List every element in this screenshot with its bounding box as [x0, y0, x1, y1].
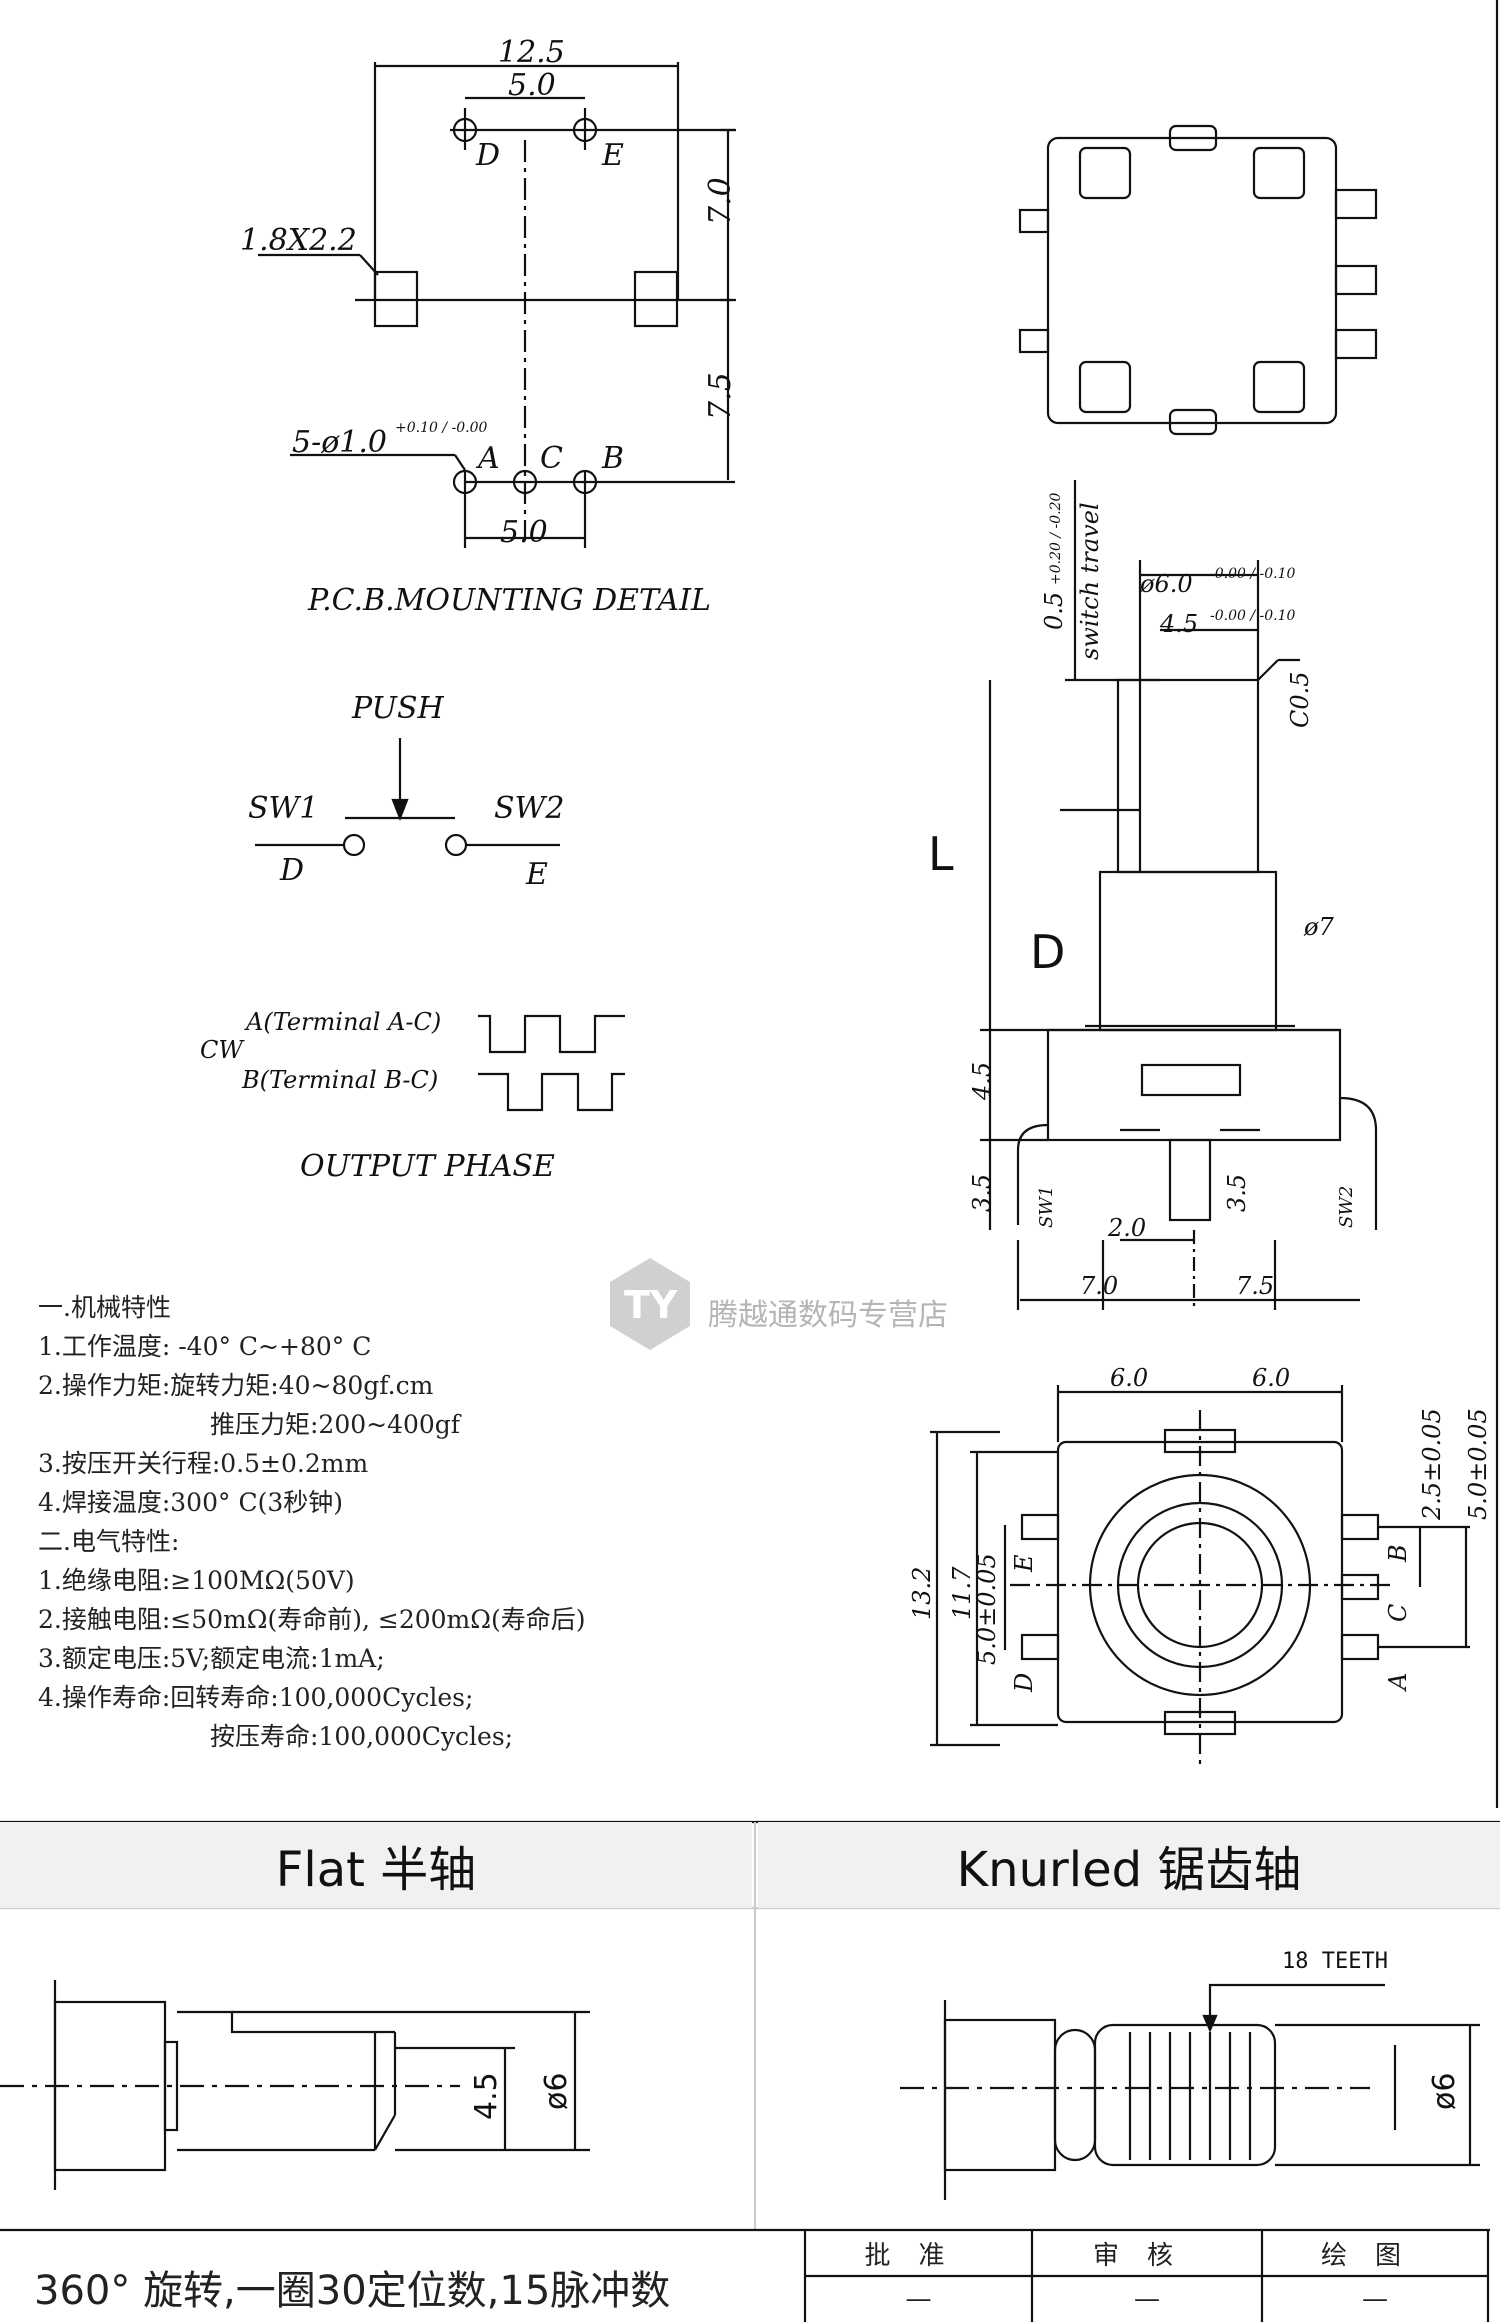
- side-dim-7-5: 7.5: [1236, 1272, 1274, 1300]
- hole-tolerance: +0.10 / -0.00: [395, 420, 488, 436]
- dim-7-5: 7.5: [703, 372, 738, 420]
- pcb-caption: P.C.B.MOUNTING DETAIL: [307, 583, 711, 618]
- dim-3-5-left: 3.5: [968, 1174, 996, 1212]
- mech-line-2: 2.操作力矩:旋转力矩:40~80gf.cm: [38, 1371, 434, 1400]
- switch-d-label: D: [279, 853, 304, 888]
- dim-abc-spacing: 5.0: [500, 515, 548, 550]
- switch-travel-value: 0.5: [1040, 592, 1068, 630]
- side-sw2-label: SW2: [1336, 1186, 1357, 1228]
- mech-line-4: 4.焊接温度:300° C(3秒钟): [38, 1488, 343, 1517]
- shaft-tolerance: -0.00 / -0.10: [1210, 566, 1296, 582]
- flat-diameter: 4.5: [1159, 610, 1198, 638]
- bushing-diameter: ø7: [1303, 913, 1334, 941]
- phase-b-label: B(Terminal B-C): [241, 1066, 438, 1094]
- bottom-d-label: D: [1010, 1673, 1038, 1693]
- phase-a-label: A(Terminal A-C): [244, 1008, 441, 1036]
- mech-line-3: 3.按压开关行程:0.5±0.2mm: [38, 1449, 369, 1478]
- mech-title: 一.机械特性: [38, 1293, 171, 1322]
- dim-de-spacing: 5.0: [508, 68, 556, 103]
- dim-2-0: 2.0: [1107, 1214, 1146, 1242]
- label-terminal-a: A: [475, 441, 500, 476]
- phase-caption: OUTPUT PHASE: [300, 1149, 555, 1184]
- pad-size: 1.8X2.2: [240, 223, 357, 258]
- review-label: 审核: [1092, 2241, 1201, 2271]
- sw2-label: SW2: [494, 791, 564, 826]
- dim-5-right: 5.0±0.05: [1464, 1408, 1492, 1520]
- label-terminal-d: D: [475, 138, 500, 173]
- dim-13-2: 13.2: [908, 1567, 936, 1620]
- encoder-bottom-view: [930, 1385, 1470, 1770]
- length-d-label: D: [1030, 925, 1065, 979]
- knurled-shaft-header: Knurled 锯齿轴: [758, 1822, 1500, 1908]
- bottom-dim-6-left: 6.0: [1110, 1364, 1148, 1392]
- flat-dim-4-5: 4.5: [469, 2072, 504, 2120]
- output-phase-diagram: [478, 1014, 625, 1112]
- shaft-diameter: ø6.0: [1139, 570, 1193, 598]
- side-sw1-label: SW1: [1036, 1186, 1057, 1228]
- approve-label: 批准: [864, 2241, 973, 2271]
- knurl-dim-6: ø6: [1427, 2073, 1462, 2110]
- switch-travel-label: switch travel: [1076, 502, 1104, 660]
- dim-4-5-height: 4.5: [968, 1062, 996, 1101]
- label-terminal-b: B: [601, 441, 624, 476]
- encoder-side-view: [980, 480, 1378, 1310]
- elec-title: 二.电气特性:: [38, 1527, 180, 1556]
- bottom-b-label: B: [1384, 1544, 1412, 1563]
- bottom-dim-6-right: 6.0: [1252, 1364, 1290, 1392]
- knurled-shaft-drawing: [900, 1983, 1480, 2200]
- dim-5-left: 5.0±0.05: [973, 1553, 1001, 1665]
- elec-line-4: 4.操作寿命:回转寿命:100,000Cycles;: [38, 1683, 474, 1712]
- mech-line-1: 1.工作温度: -40° C~+80° C: [38, 1332, 372, 1361]
- flat-shaft-header: Flat 半轴: [0, 1822, 752, 1908]
- draw-label: 绘图: [1320, 2241, 1429, 2271]
- review-value: —: [1134, 2284, 1160, 2314]
- dim-3-5-right: 3.5: [1223, 1174, 1251, 1212]
- dim-2-5: 2.5±0.05: [1418, 1408, 1446, 1521]
- chamfer-label: C0.5: [1286, 671, 1314, 728]
- push-label: PUSH: [351, 691, 444, 726]
- sw1-label: SW1: [248, 791, 318, 826]
- switch-diagram: [255, 738, 560, 857]
- elec-line-4b: 按压寿命:100,000Cycles;: [210, 1722, 514, 1751]
- flat-dim-6: ø6: [539, 2073, 574, 2110]
- side-dim-7-0: 7.0: [1080, 1272, 1118, 1300]
- pcb-mounting-detail: [258, 62, 736, 548]
- bottom-c-label: C: [1384, 1604, 1412, 1622]
- hole-spec: 5-ø1.0: [292, 425, 387, 460]
- bottom-a-label: A: [1384, 1673, 1412, 1692]
- mech-line-2b: 推压力矩:200~400gf: [210, 1410, 461, 1439]
- label-terminal-e: E: [601, 138, 624, 173]
- bottom-e-label: E: [1010, 1554, 1038, 1573]
- switch-travel-tolerance: +0.20 / -0.20: [1048, 492, 1064, 585]
- draw-value: —: [1362, 2284, 1388, 2314]
- dim-total-width: 12.5: [498, 35, 565, 70]
- length-l-label: L: [928, 827, 954, 881]
- approve-value: —: [905, 2284, 932, 2314]
- switch-e-label: E: [525, 857, 548, 892]
- watermark-text: 腾越通数码专营店: [708, 1298, 948, 1333]
- svg-text:TY: TY: [624, 1283, 678, 1327]
- dim-7-0: 7.0: [703, 177, 738, 225]
- teeth-label: 18 TEETH: [1282, 1949, 1388, 1974]
- elec-line-3: 3.额定电压:5V;额定电流:1mA;: [38, 1644, 385, 1673]
- elec-line-2: 2.接触电阻:≤50mΩ(寿命前), ≤200mΩ(寿命后): [38, 1605, 586, 1634]
- label-terminal-c: C: [540, 441, 563, 476]
- specifications-list: 一.机械特性 1.工作温度: -40° C~+80° C 2.操作力矩:旋转力矩…: [38, 1288, 798, 1756]
- elec-line-1: 1.绝缘电阻:≥100MΩ(50V): [38, 1566, 355, 1595]
- flat-shaft-drawing: [0, 1980, 590, 2190]
- flat-tolerance: -0.00 / -0.10: [1210, 608, 1296, 624]
- cw-label: CW: [200, 1036, 245, 1064]
- encoder-top-view: [1018, 124, 1378, 436]
- rotation-note: 360° 旋转,一圈30定位数,15脉冲数: [34, 2268, 671, 2314]
- watermark-logo: TY: [610, 1258, 690, 1350]
- dim-11-7: 11.7: [948, 1566, 976, 1620]
